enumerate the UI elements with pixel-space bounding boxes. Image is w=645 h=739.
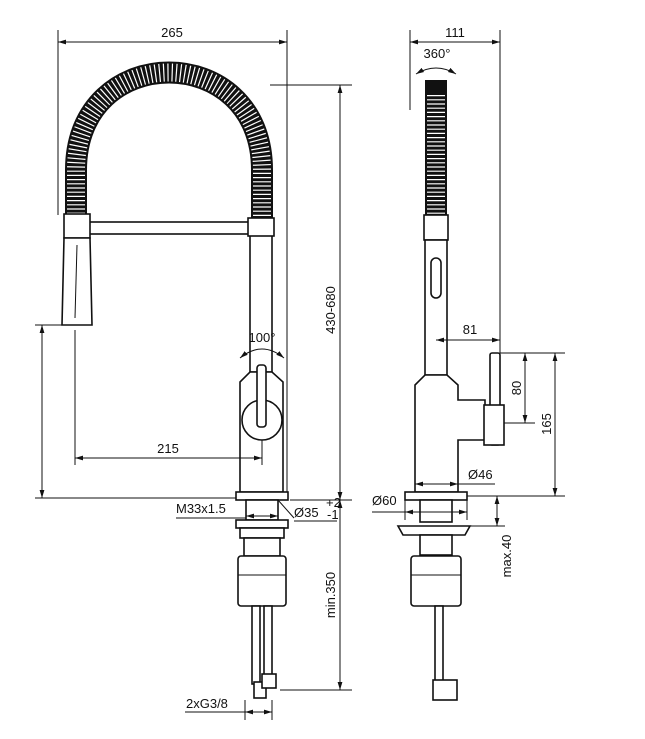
thread-shank (245, 499, 279, 521)
spray-head (61, 237, 93, 326)
hose-length-label: min.350 (323, 572, 338, 618)
width-265-label: 265 (161, 25, 183, 40)
side-view: 111 360° 81 80 165 Ø46 Ø60 max.40 (372, 25, 565, 701)
spring-hose (65, 61, 273, 218)
hole-tolerance-upper: +2 (326, 495, 341, 510)
side-mount-nut (410, 555, 462, 607)
spray-button (430, 257, 442, 299)
supply-hose-right (263, 605, 273, 677)
height-label: 430-680 (323, 286, 338, 334)
spray-arm (85, 221, 271, 235)
mount-nut (237, 555, 287, 607)
connection-label: 2xG3/8 (186, 696, 228, 711)
hole-diameter-label: Ø35 (294, 505, 319, 520)
rotation-label: 360° (424, 46, 451, 61)
lever-offset-label: 81 (463, 322, 477, 337)
deck-thickness-label: max.40 (499, 535, 514, 578)
lever-height-label: 80 (509, 381, 524, 395)
supply-hose-left (251, 605, 261, 685)
front-view: 265 430-680 min.350 215 100° M33x1.5 Ø35… (35, 25, 352, 720)
thread-label: M33x1.5 (176, 501, 226, 516)
lever-angle-label: 100° (249, 330, 276, 345)
reach-label: 215 (157, 441, 179, 456)
hole-tolerance-lower: -1 (327, 507, 339, 522)
spray-head-collar (63, 213, 91, 239)
lever (256, 364, 267, 428)
body-diameter-label: Ø46 (468, 467, 493, 482)
lever-total-label: 165 (539, 413, 554, 435)
base-diameter-label: Ø60 (372, 493, 397, 508)
side-width-label: 111 (445, 25, 465, 40)
